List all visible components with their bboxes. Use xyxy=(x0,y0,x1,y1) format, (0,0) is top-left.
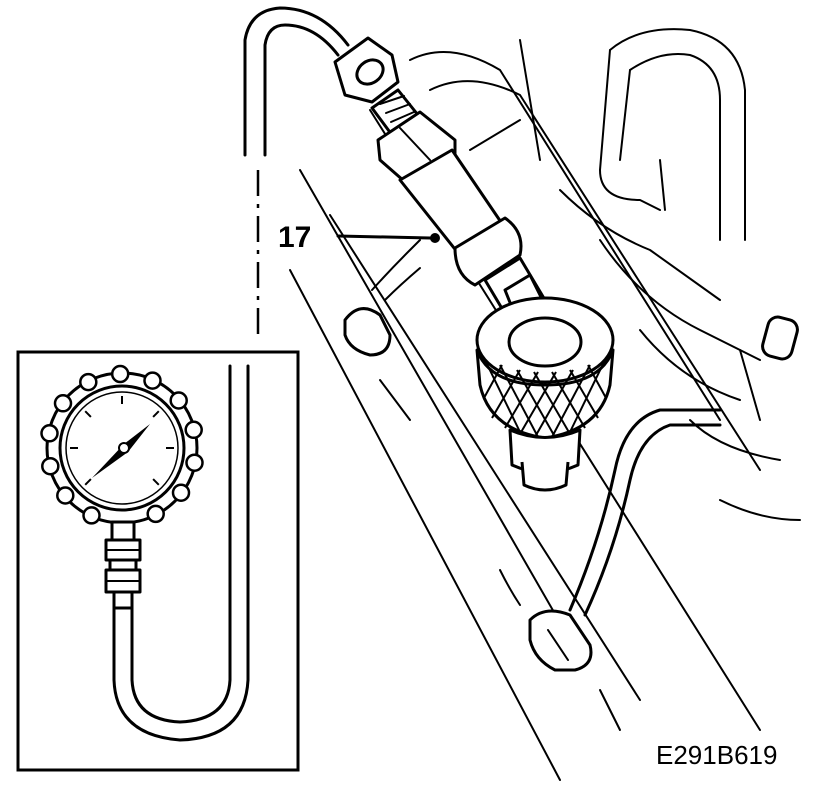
gauge-ticks xyxy=(70,396,174,486)
gauge-rim-lugs xyxy=(40,364,204,525)
gauge-rim-lug xyxy=(40,424,59,443)
gauge-rim-lug xyxy=(79,372,98,392)
callout-17: 17 xyxy=(278,221,432,254)
gauge-rim-lug xyxy=(146,504,165,524)
gauge-hose-upper xyxy=(243,6,350,340)
engine-background xyxy=(289,28,801,781)
valve-cap xyxy=(475,296,615,492)
pressure-gauge-adapter xyxy=(333,36,562,352)
gauge-rim-lug xyxy=(53,394,73,413)
gauge-rim-lug xyxy=(184,420,203,440)
gauge-rim-lug xyxy=(169,391,188,410)
gauge-rim-lug xyxy=(143,371,162,390)
gauge-tick xyxy=(84,478,92,486)
gauge-rim-lug xyxy=(82,506,101,525)
pressure-gauge xyxy=(40,364,204,525)
gauge-rim-lug xyxy=(171,483,191,502)
gauge-rim-lug xyxy=(41,456,60,476)
gauge-inset xyxy=(16,350,300,772)
gauge-tick xyxy=(84,410,92,418)
drawing-reference-code: E291B619 xyxy=(656,740,777,770)
gauge-rim-lug xyxy=(110,364,130,384)
gauge-tick xyxy=(152,478,160,486)
gauge-tick xyxy=(152,410,160,418)
knurl-pattern xyxy=(483,359,607,438)
gauge-rim-lug xyxy=(56,486,75,505)
callout-label: 17 xyxy=(278,221,311,254)
gauge-rim-lug xyxy=(185,453,204,472)
gauge-fittings xyxy=(104,520,142,610)
gauge-hose xyxy=(112,364,250,742)
